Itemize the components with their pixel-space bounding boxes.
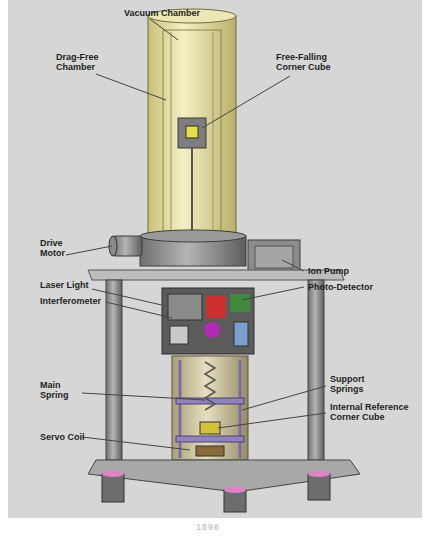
part-label: Internal Reference Corner Cube bbox=[330, 402, 420, 422]
part-label: Drive Motor bbox=[40, 238, 80, 258]
part-label: Ion Pump bbox=[308, 266, 388, 276]
part-label: Support Springs bbox=[330, 374, 390, 394]
watermark: 1896 bbox=[196, 522, 236, 532]
part-label: Drag-Free Chamber bbox=[56, 52, 114, 72]
part-label: Servo Coil bbox=[40, 432, 100, 442]
part-label: Free-Falling Corner Cube bbox=[276, 52, 346, 72]
part-label: Photo-Detector bbox=[308, 282, 398, 292]
part-label: Laser Light bbox=[40, 280, 120, 290]
part-label: Interferometer bbox=[40, 296, 120, 306]
part-label: Main Spring bbox=[40, 380, 80, 400]
part-label: Vacuum Chamber bbox=[124, 8, 224, 18]
